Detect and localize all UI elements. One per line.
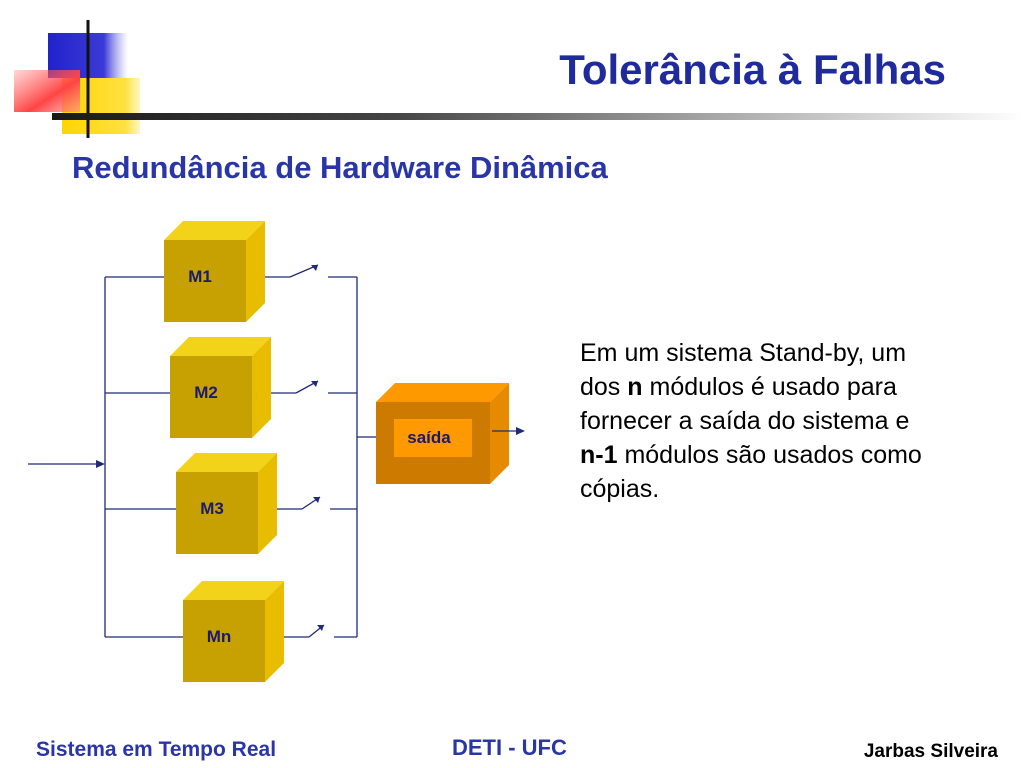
description-line: cópias. (580, 475, 660, 503)
description-line: dos n módulos é usado para (580, 373, 897, 401)
logo-squares (14, 20, 150, 138)
module-label: M3 (200, 499, 224, 518)
module-side (258, 453, 277, 554)
n-bold: n (627, 373, 643, 401)
description-text: Em um sistema Stand-by, um dos n módulos… (580, 336, 1000, 506)
module-label: M2 (194, 383, 218, 402)
module-block: Mn (183, 581, 284, 682)
description-line: Em um sistema Stand-by, um (580, 339, 907, 367)
module-block: M2 (170, 337, 271, 438)
switch-tip (317, 625, 324, 631)
module-side (265, 581, 284, 682)
output-label: saída (407, 428, 451, 447)
module-top (164, 221, 265, 240)
module-side (246, 221, 265, 322)
description-line: fornecer a saída do sistema e (580, 407, 910, 435)
output-top (376, 383, 509, 402)
module-front (176, 472, 258, 554)
footer-author: Jarbas Silveira (863, 741, 998, 762)
switch-tip (313, 497, 320, 503)
module-label: M1 (188, 267, 212, 286)
n-minus-1-bold: n-1 (580, 441, 618, 469)
title-underline (52, 113, 1024, 120)
output-side (490, 383, 509, 484)
output-arrowhead (516, 427, 525, 435)
module-top (170, 337, 271, 356)
output-block: saída (376, 383, 525, 484)
output-panel (394, 419, 472, 457)
description-line: n-1 módulos são usados como (580, 441, 922, 469)
slide-subtitle: Redundância de Hardware Dinâmica (72, 150, 608, 185)
module-side (252, 337, 271, 438)
input-arrowhead (96, 460, 105, 468)
module-front (170, 356, 252, 438)
slide-title: Tolerância à Falhas (559, 46, 946, 93)
footer-department: DETI - UFC (452, 735, 567, 760)
footer-course: Sistema em Tempo Real (36, 738, 277, 761)
module-top (176, 453, 277, 472)
module-block: M3 (176, 453, 277, 554)
module-block: M1 (164, 221, 265, 322)
switch-tip (311, 381, 318, 387)
module-front (164, 240, 246, 322)
switch-tip (311, 265, 318, 271)
diagram-wires (28, 264, 376, 638)
module-front (183, 600, 265, 682)
module-label: Mn (207, 627, 232, 646)
module-top (183, 581, 284, 600)
